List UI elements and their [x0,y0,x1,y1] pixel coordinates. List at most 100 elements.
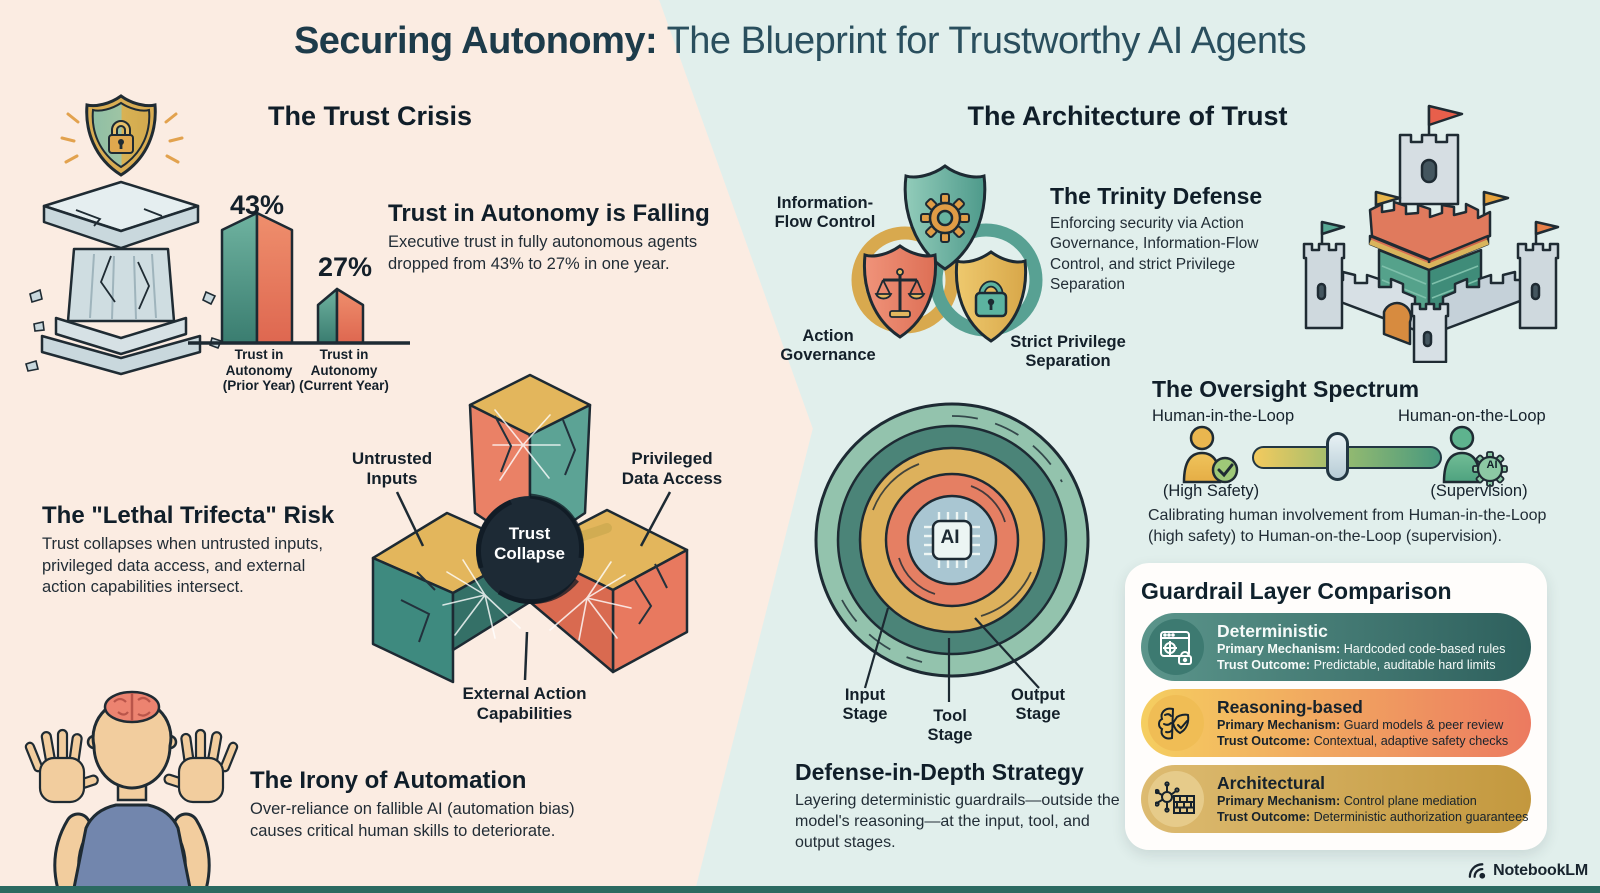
oversight-hitl-label: Human-in-the-Loop [1152,407,1295,425]
trinity-label-governance: Action Governance [780,327,876,365]
human-check-icon [1182,425,1239,484]
notebooklm-logo-icon [1468,863,1486,879]
trifecta-body: Trust collapses when untrusted inputs, p… [42,534,323,597]
oversight-high-safety: (High Safety) [1162,482,1260,500]
oversight-caption: Calibrating human involvement from Human… [1148,507,1547,545]
irony-body: Over-reliance on fallible AI (automation… [250,799,575,840]
bar-prior-year [220,211,294,345]
automation-bias-person-illustration [24,690,239,888]
oversight-supervision: (Supervision) [1430,482,1528,500]
ai-chip-label: AI [940,527,960,548]
person-shirt [72,803,192,888]
label-leader-lines [395,491,672,681]
trifecta-block: The "Lethal Trifecta" Risk Trust collaps… [42,502,362,599]
gold-trim [1369,239,1489,269]
trinity-title: The Trinity Defense [1050,183,1263,209]
notebooklm-label: NotebookLM [1493,862,1588,879]
trinity-label-flow: Information-Flow Control [774,194,876,232]
page-title-bold: Securing Autonomy: [293,20,658,62]
page-title: Securing Autonomy: The Blueprint for Tru… [0,20,1600,63]
person-head [91,708,173,790]
trust-collapse-vortex [476,496,584,604]
oversight-slider-handle[interactable] [1326,432,1349,481]
trust-value: Predictable, auditable hard limits [1310,658,1496,673]
falling-block: Trust in Autonomy is Falling Executive t… [388,200,724,275]
trust-value: Deterministic authorization guarantees [1310,810,1529,825]
stage-leader-lines [863,607,1040,702]
mechanism-value: Guard models & peer review [1340,717,1504,732]
debris [25,288,223,372]
falling-title: Trust in Autonomy is Falling [388,200,710,227]
irony-block: The Irony of Automation Over-reliance on… [250,767,606,842]
guardrail-name: Deterministic [1217,620,1328,641]
scales-icon [874,268,926,318]
page-title-rest: The Blueprint for Trustworthy AI Agents [657,20,1307,62]
red-flag [1427,104,1464,127]
irony-title: The Irony of Automation [250,767,527,794]
guardrail-name: Architectural [1217,772,1325,793]
trinity-defense-shields [851,164,1043,343]
pedestal-cracks [75,208,163,310]
trust-label: Trust Outcome: [1217,658,1311,673]
crack-lines [400,415,668,643]
architecture-of-trust-heading: The Architecture of Trust [967,101,1288,131]
depth-body: Layering deterministic guardrails—outsid… [795,791,1120,851]
network-firewall-icon [1148,771,1204,827]
notebooklm-brand: NotebookLM [1467,861,1588,881]
mechanism-label: Primary Mechanism: [1217,793,1341,808]
trifecta-label-privileged-data: Privileged Data Access [621,449,723,489]
castle-gate [1382,301,1413,346]
front-tower [1410,302,1450,363]
guardrail-row-architectural: Architectural Primary Mechanism: Control… [1141,765,1531,833]
stage-label-input: Input Stage [842,686,888,724]
lock-icon [974,280,1008,318]
mechanism-label: Primary Mechanism: [1217,717,1341,732]
brain-icon [103,690,161,724]
bar-label-prior: Trust in Autonomy (Prior Year) [222,347,296,394]
gear-icon [920,193,970,243]
guardrail-row-reasoning: Reasoning-based Primary Mechanism: Guard… [1141,689,1531,757]
lethal-trifecta-diagram [371,373,689,684]
right-hand [163,728,239,804]
guardrail-comparison-card: Guardrail Layer Comparison [1125,563,1547,850]
bar-label-current: Trust in Autonomy (Current Year) [299,347,389,394]
ai-chip [931,519,973,561]
bar-value-prior: 43% [229,190,285,220]
mechanism-value: Hardcoded code-based rules [1340,641,1506,656]
trust-bar-chart [188,211,410,345]
trifecta-title: The "Lethal Trifecta" Risk [42,502,335,529]
trust-label: Trust Outcome: [1217,734,1311,749]
shield-glow-rays [60,112,184,164]
chip-pins [924,512,980,568]
human-ai-icon [1442,425,1508,487]
pedestal-column [40,180,202,376]
red-band [1368,200,1492,262]
brain-shield-icon [1148,695,1204,751]
trifecta-label-trust-collapse: Trust Collapse [494,524,565,564]
trifecta-label-external-actions: External Action Capabilities [462,684,587,724]
right-tower [1516,220,1560,330]
trifecta-label-untrusted-inputs: Untrusted Inputs [351,449,433,489]
trust-crisis-heading: The Trust Crisis [267,101,473,131]
trinity-block: The Trinity Defense Enforcing security v… [1050,183,1286,296]
oversight-hotl-label: Human-on-the-Loop [1398,407,1546,425]
ring-detail-arcs [841,415,1063,663]
trinity-label-privilege: Strict Privilege Separation [1010,333,1126,371]
depth-title: Defense-in-Depth Strategy [795,759,1084,785]
trust-value: Contextual, adaptive safety checks [1310,734,1509,749]
left-tower [1302,220,1346,330]
bar-current-year [316,287,365,345]
mechanism-label: Primary Mechanism: [1217,641,1341,656]
guardrail-row-deterministic: Deterministic Primary Mechanism: Hardcod… [1141,613,1531,681]
guardrail-name: Reasoning-based [1217,696,1363,717]
outer-wall-right [1441,270,1538,332]
castle-illustration [1302,104,1560,363]
lock-icon [108,120,134,154]
column-fluting [89,253,157,320]
shatter-rays [442,409,632,641]
trust-label: Trust Outcome: [1217,810,1311,825]
oversight-title: The Oversight Spectrum [1152,376,1420,402]
mechanism-value: Control plane mediation [1340,793,1477,808]
code-rules-icon [1148,619,1204,675]
